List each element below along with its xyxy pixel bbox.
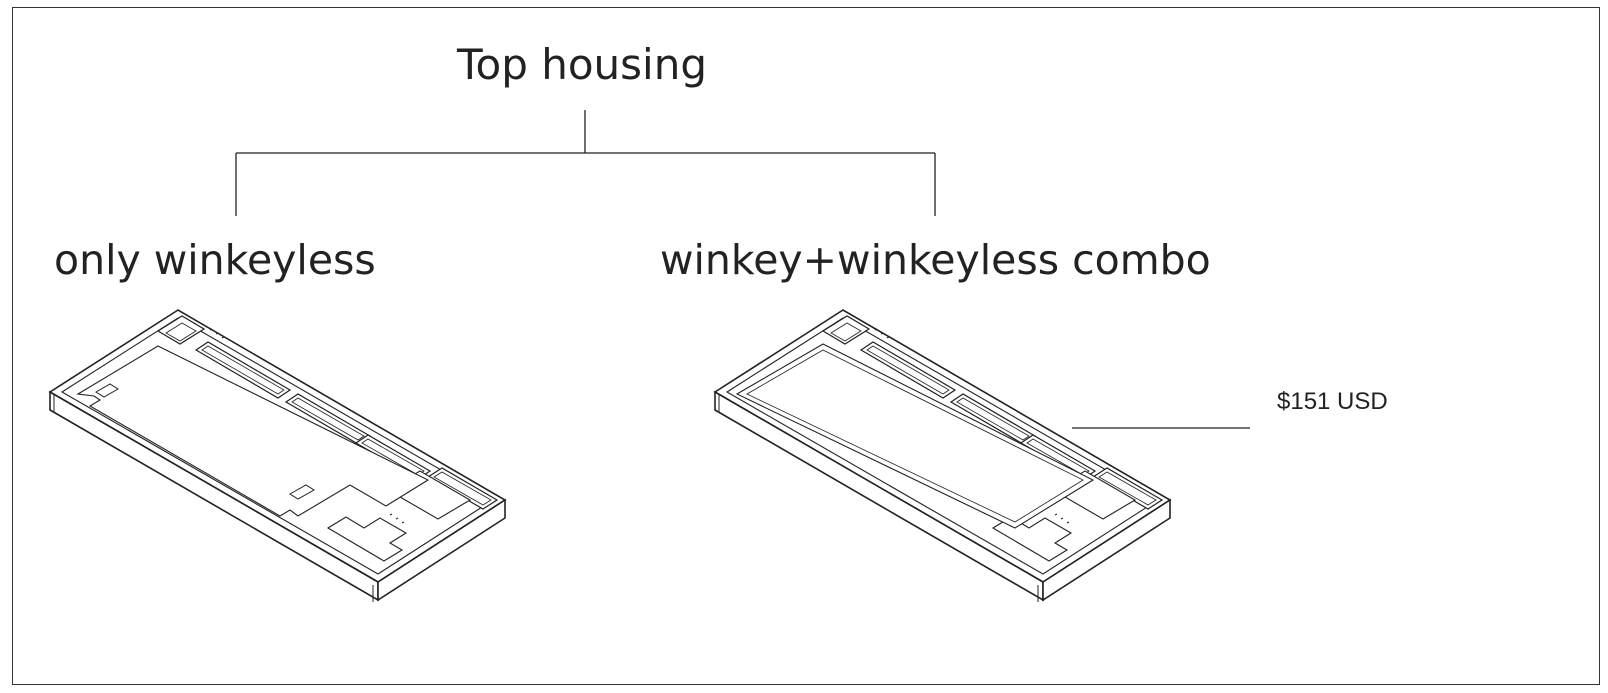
diagram-frame [12, 7, 1600, 685]
housing-combo-illustration [715, 310, 1170, 602]
price-label: $151 USD [1277, 388, 1388, 415]
housing-winkeyless-illustration [50, 310, 505, 602]
option-label-winkeyless: only winkeyless [54, 236, 376, 284]
diagram-title: Top housing [457, 40, 707, 89]
option-label-combo: winkey+winkeyless combo [660, 236, 1211, 284]
